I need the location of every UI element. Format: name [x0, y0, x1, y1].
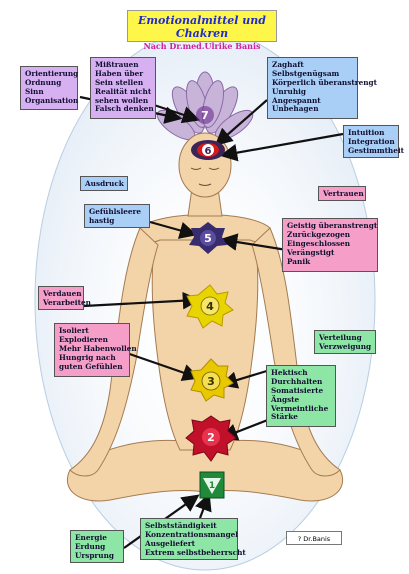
- box-verdauen: Verdauen Verarbeiten: [38, 286, 91, 310]
- page-title: Emotionalmittel und Chakren: [138, 14, 266, 40]
- box-ausdruck: Ausdruck: [80, 176, 128, 191]
- box-line: Erdung: [75, 541, 106, 551]
- box-line: Extrem selbstbeherrscht: [145, 547, 246, 557]
- arrow-selbststaendigkeit: [195, 492, 212, 519]
- box-verteilung: Verteilung Verzweigung: [314, 330, 376, 354]
- box-line: Verzweigung: [319, 341, 372, 351]
- box-line: Somatisierte: [271, 385, 324, 395]
- box-line: Panik: [287, 256, 311, 266]
- chakra-3-number: 3: [207, 375, 215, 388]
- chakra-1-symbol: 1: [199, 471, 225, 499]
- arrow-verdauen: [83, 291, 201, 310]
- box-line: sehen wollen: [95, 95, 149, 105]
- box-line: Gefühlsleere: [89, 207, 142, 216]
- box-line: Mehr Habenwollen: [59, 343, 137, 353]
- arrow-gefuehlsleere: [149, 220, 198, 239]
- box-line: Gestimmtheit: [348, 145, 405, 155]
- box-misstrauen: Mißtrauen Haben über Sein stellen Realit…: [90, 57, 156, 119]
- credit-label: ? Dr.Banis: [286, 531, 342, 545]
- box-line: Organisation: [25, 95, 79, 105]
- box-line: Energie: [75, 533, 107, 542]
- box-hektisch: Hektisch Durchhalten Somatisierte Ängste…: [266, 365, 336, 427]
- box-line: hastig: [89, 215, 115, 225]
- box-line: Verarbeiten: [43, 297, 91, 307]
- box-line: Intuition: [348, 128, 385, 137]
- box-intuition: Intuition Integration Gestimmtheit: [343, 125, 405, 158]
- box-line: Realität nicht: [95, 86, 152, 96]
- box-selbststaendigkeit: Selbstständigkeit Konzentrationsmangel A…: [140, 518, 246, 560]
- box-line: Selbstgenügsam: [272, 68, 340, 78]
- box-line: Mißtrauen: [95, 60, 139, 69]
- box-line: Isoliert: [59, 326, 89, 335]
- box-line: Vermeintliche: [271, 403, 329, 413]
- box-line: Ängste: [271, 394, 300, 404]
- chakra-3-symbol: 3: [190, 358, 234, 402]
- box-line: Selbstständigkeit: [145, 521, 217, 530]
- box-line: Verdauen: [43, 289, 82, 298]
- box-line: Vertrauen: [323, 189, 364, 198]
- box-line: Geistig überanstrengt: [287, 221, 378, 230]
- box-line: Verängstigt: [287, 247, 335, 257]
- arrow-misstrauen: [153, 103, 201, 124]
- box-line: Zurückgezogen: [287, 229, 351, 239]
- chakra-1-number: 1: [209, 481, 215, 491]
- arrow-isoliert: [117, 348, 201, 381]
- chakra-4-symbol: 4: [186, 284, 234, 329]
- box-line: Sinn: [25, 86, 44, 96]
- box-line: Ausdruck: [85, 179, 124, 188]
- box-line: Eingeschlossen: [287, 238, 351, 248]
- box-line: Integration: [348, 136, 395, 146]
- chakra-6-symbol: 6: [191, 140, 225, 160]
- box-line: Falsch denken: [95, 104, 154, 114]
- box-line: Ordnung: [25, 77, 62, 87]
- box-orientierung: Orientierung Ordnung Sinn Organisation: [20, 66, 78, 110]
- box-line: Hungrig nach: [59, 352, 116, 362]
- box-zaghaft: Zaghaft Selbstgenügsam Körperlich überan…: [267, 57, 377, 119]
- box-gefuehlsleere: Gefühlsleere hastig: [84, 204, 150, 228]
- box-line: Unbehagen: [272, 104, 319, 114]
- chakra-6-number: 6: [205, 146, 212, 157]
- box-line: Explodieren: [59, 334, 108, 344]
- box-line: Ursprung: [75, 550, 114, 560]
- arrow-intuition: [219, 132, 344, 162]
- chakra-7-symbol: 7: [196, 106, 214, 124]
- box-isoliert: Isoliert Explodieren Mehr Habenwollen Hu…: [54, 323, 137, 377]
- page-subtitle: Nach Dr.med.Ulrike Banis: [143, 41, 261, 51]
- arrow-geistig: [219, 233, 288, 252]
- box-line: Stärke: [271, 412, 298, 422]
- box-line: guten Gefühlen: [59, 361, 123, 371]
- chakra-2-number: 2: [207, 431, 215, 444]
- chakra-2-symbol: 2: [185, 415, 237, 462]
- face-features: [190, 167, 220, 186]
- box-line: Konzentrationsmangel: [145, 529, 239, 539]
- box-vertrauen: Vertrauen: [318, 186, 366, 201]
- box-line: Hektisch: [271, 368, 308, 377]
- box-line: Körperlich überanstrengt: [272, 77, 377, 87]
- chakra-5-symbol: 5: [189, 222, 227, 254]
- box-energie: Energie Erdung Ursprung: [70, 530, 124, 563]
- chakra-5-number: 5: [204, 232, 212, 245]
- box-line: Unruhig: [272, 86, 306, 96]
- box-line: Angespannt: [272, 95, 321, 105]
- box-line: Sein stellen: [95, 77, 144, 87]
- chakra-7-number: 7: [201, 109, 209, 122]
- box-geistig: Geistig überanstrengt Zurückgezogen Eing…: [282, 218, 378, 272]
- chakra-4-number: 4: [206, 300, 214, 313]
- box-line: Orientierung: [25, 69, 79, 78]
- seated-figure: [67, 132, 343, 502]
- title-box: Emotionalmittel und Chakren Nach Dr.med.…: [127, 10, 277, 51]
- box-line: Haben über: [95, 68, 144, 78]
- box-line: Ausgeliefert: [145, 538, 196, 548]
- box-line: Verteilung: [319, 333, 362, 342]
- arrow-zaghaft: [214, 99, 268, 146]
- box-line: Zaghaft: [272, 60, 304, 69]
- box-line: Durchhalten: [271, 376, 323, 386]
